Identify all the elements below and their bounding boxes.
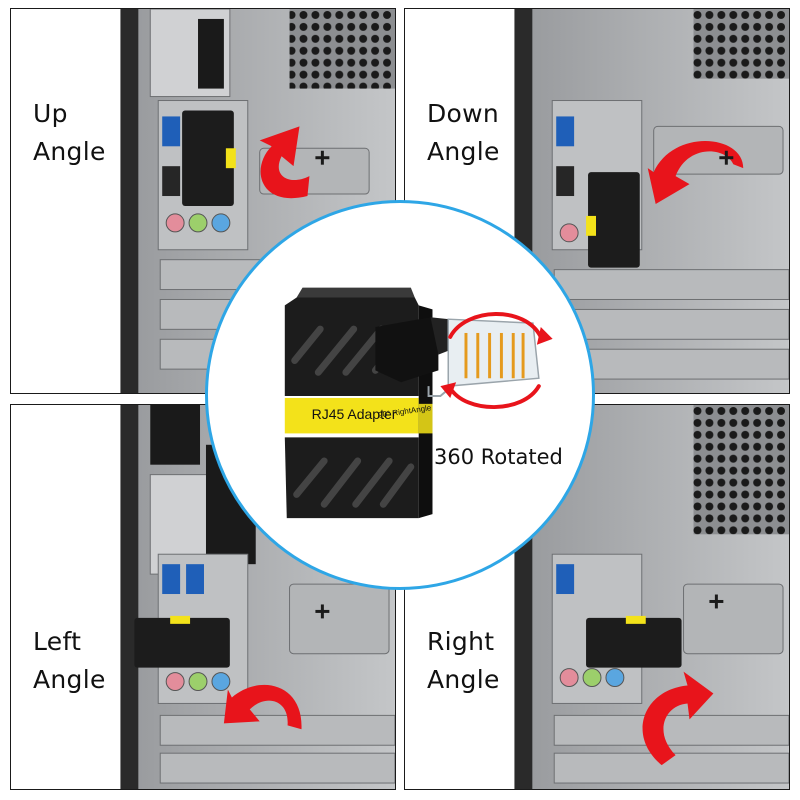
- panel-label: Down Angle: [427, 99, 500, 166]
- product-closeup-circle: RJ45 Adapter 90° RightAngle 360 Rotated: [205, 200, 595, 590]
- plus-icon: [315, 604, 330, 619]
- adapter-left: [134, 615, 230, 668]
- plus-icon: [719, 150, 734, 165]
- curved-arrow-icon: [642, 671, 714, 766]
- adapter-label-text: RJ45 Adapter: [311, 406, 397, 422]
- pc-back-panel-down: [514, 9, 789, 393]
- curved-arrow-icon: [259, 126, 310, 199]
- adapter-down: [586, 172, 640, 268]
- rj45-plug: [427, 318, 540, 397]
- curved-arrow-icon: [223, 684, 302, 730]
- plus-icon: [709, 594, 724, 609]
- adapter-up: [182, 110, 236, 206]
- panel-label: Up Angle: [33, 99, 106, 166]
- adapter-right: [586, 615, 682, 668]
- rotate-arrows-icon: [448, 312, 543, 409]
- panel-down-angle: Down Angle: [404, 8, 790, 394]
- panel-label: Right Angle: [427, 627, 500, 694]
- adapter-label-band: [284, 397, 419, 434]
- adapter-body: [284, 287, 449, 519]
- rj45-adapter-illustration: [284, 287, 553, 519]
- rotation-caption: 360 Rotated: [434, 445, 563, 469]
- curved-arrow-icon: [647, 141, 744, 204]
- panel-label: Left Angle: [33, 627, 106, 694]
- plus-icon: [315, 150, 330, 165]
